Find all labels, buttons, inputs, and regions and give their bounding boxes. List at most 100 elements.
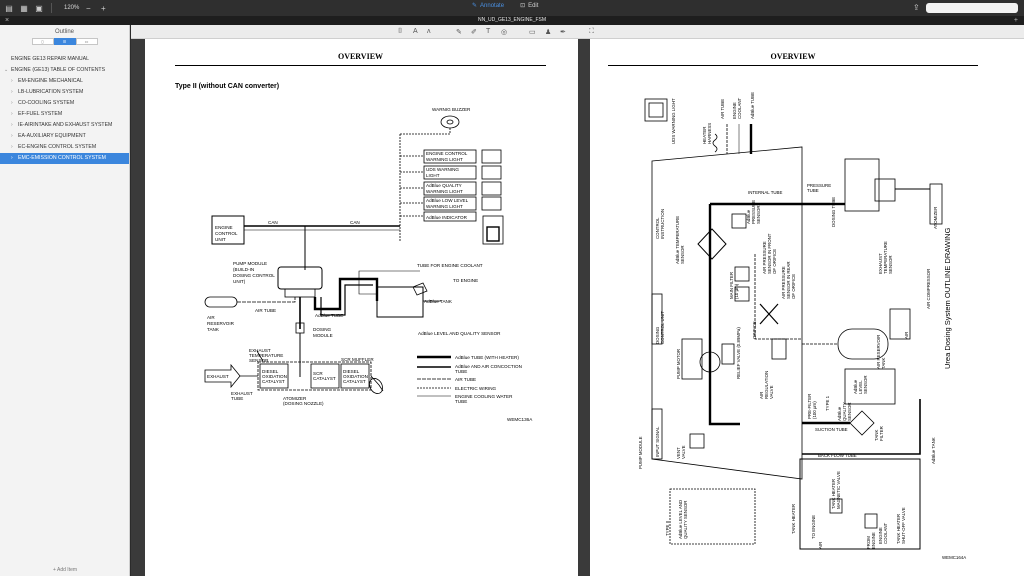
chevron-right-icon[interactable]: › <box>11 100 13 106</box>
page-header-right: OVERVIEW <box>770 52 816 61</box>
add-tab-icon[interactable]: + <box>1013 17 1018 24</box>
diagram-label: TANK HEATER <box>831 479 836 509</box>
outline-item[interactable]: ›EMC-EMISSION CONTROL SYSTEM <box>0 153 129 164</box>
outline-item[interactable]: ›EF-FUEL SYSTEM <box>0 109 129 120</box>
diagram-label: INTERNAL TUBE <box>748 190 782 195</box>
diagram-label: AIR <box>818 542 823 549</box>
diagram-label: LEVEL <box>858 380 863 394</box>
zoom-out-icon[interactable]: − <box>86 3 91 13</box>
diagram-label: PRESSURE <box>751 200 756 224</box>
contact-sheet-icon[interactable]: ▣ <box>35 3 43 13</box>
diagram-label: AdBlue LEVEL AND <box>678 500 683 539</box>
grid-view-icon[interactable]: ▦ <box>20 3 28 13</box>
outline-item[interactable]: ›EA-AUXILIARY EQUIPMENT <box>0 131 129 142</box>
bookmarks-tab[interactable]: ▯ <box>31 38 54 45</box>
chevron-right-icon[interactable]: › <box>11 133 13 139</box>
diagram-label: (10 μm) <box>734 283 739 299</box>
chevron-right-icon[interactable]: › <box>11 89 13 95</box>
tank-filter <box>849 410 875 436</box>
diagram-label: AIR PRESSURE <box>781 266 786 299</box>
outlet-pipe <box>370 375 384 392</box>
diagram-label: ELECTRIC WIRING <box>455 386 497 391</box>
outline-item-label: CO-COOLING SYSTEM <box>18 100 75 106</box>
note-icon[interactable]: ▭ <box>529 29 536 36</box>
adblue-tank-shape <box>376 286 424 318</box>
chevron-right-icon[interactable]: › <box>11 144 13 150</box>
chevron-right-icon[interactable]: › <box>11 78 13 84</box>
diagram-label: EXHAUST <box>231 391 253 396</box>
adblue-tube-line <box>313 277 379 311</box>
share-icon[interactable]: ⇪ <box>913 3 920 12</box>
crop-icon[interactable]: ⛶ <box>589 28 594 35</box>
outline-item[interactable]: › CO-COOLING SYSTEM <box>0 98 129 109</box>
outline-item[interactable]: ›LB-LUBRICATION SYSTEM <box>0 87 129 98</box>
page-header: OVERVIEW <box>337 52 384 61</box>
edit-button[interactable]: ⊡Edit <box>520 2 538 10</box>
outline-item[interactable]: ENGINE GE13 REPAIR MANUAL <box>0 54 129 65</box>
zoom-level[interactable]: 120% <box>64 5 80 11</box>
add-item-button[interactable]: + Add Item <box>52 567 78 573</box>
air-regulation-valve <box>771 338 787 360</box>
level-sensor-box <box>844 368 896 405</box>
draw-icon[interactable]: ✐ <box>471 29 477 36</box>
diagram-label: TYPE 1 <box>825 395 830 411</box>
dosing-module-right <box>844 158 880 212</box>
pump-motor-symbol <box>699 351 721 373</box>
quality-warning-icon <box>481 181 502 196</box>
outline-item[interactable]: ›EC-ENGINE CONTROL SYSTEM <box>0 142 129 153</box>
main-toolbar: ▤ ▦ ▣ 120% − + ✎Annotate ⊡Edit ⇪ <box>0 0 1024 16</box>
highlight-icon[interactable]: ʌ <box>427 28 431 35</box>
diagram-label: (BUILD-IN <box>233 267 254 272</box>
diagram-label: RELIEF VALVE (0.89MPa) <box>736 327 741 379</box>
search-input[interactable] <box>926 3 1018 13</box>
diagram-label: ENGINE <box>215 225 233 230</box>
adblue-return-line <box>320 284 373 316</box>
zoom-in-icon[interactable]: + <box>101 3 106 13</box>
diagram-label: OF ORIFICE <box>772 249 777 274</box>
chevron-right-icon[interactable]: › <box>11 111 13 117</box>
diagram-label: BACK FLOW TUBE <box>818 453 857 458</box>
sketch-icon[interactable]: ✎ <box>456 29 462 36</box>
close-icon[interactable]: × <box>5 17 10 24</box>
outline-tab[interactable]: ☰ <box>53 38 76 45</box>
buzzer-center <box>446 119 454 125</box>
annotate-button[interactable]: ✎Annotate <box>472 2 504 10</box>
diagram-label: VALVE <box>769 385 774 399</box>
diagram-label: DIESEL <box>262 369 279 374</box>
text-tool-icon[interactable]: T <box>486 28 491 35</box>
header-rule-right <box>608 65 978 66</box>
diagram-label: AdBlue LEVEL AND QUALITY SENSOR <box>418 331 501 336</box>
text-style-icon[interactable]: A <box>413 28 418 35</box>
shapes-icon[interactable]: ◎ <box>501 29 508 36</box>
thumbnails-tab[interactable]: ▭ <box>75 38 98 45</box>
sign-icon[interactable]: ♟ <box>545 29 552 36</box>
outline-item[interactable]: ⌄ENGINE (GE13) TABLE OF CONTENTS <box>0 65 129 76</box>
pressure-sensor-2 <box>734 286 750 302</box>
diagram-label: ORIFICE <box>752 321 757 339</box>
outline-item-label: EM-ENGINE MECHANICAL <box>18 78 83 84</box>
diagram-label: UDS WARNING LIGHT <box>671 98 676 144</box>
diagram-label: UNIT) <box>233 279 246 284</box>
diagram-label: AIR PRESSURE <box>762 241 767 274</box>
text-select-icon[interactable]: ⌷ <box>398 28 403 35</box>
diagram-label: PRESSURE <box>807 183 831 188</box>
shutoff-valve <box>864 513 878 529</box>
diagram-label: LIGHT <box>426 173 440 178</box>
diagram-label: TO ENGINE <box>811 515 816 539</box>
diagram-label: QUALITY SENSOR <box>683 501 688 539</box>
outline-tree: ENGINE GE13 REPAIR MANUAL⌄ENGINE (GE13) … <box>0 54 129 164</box>
outline-item[interactable]: › EM-ENGINE MECHANICAL <box>0 76 129 87</box>
pen-color-icon[interactable]: ✒ <box>560 29 566 36</box>
add-item-label: Add Item <box>57 567 78 573</box>
chevron-right-icon[interactable]: › <box>11 155 13 161</box>
outline-item[interactable]: ›IE-AIRINTAKE AND EXHAUST SYSTEM <box>0 120 129 131</box>
vent-valve <box>689 433 705 449</box>
diesel-cat-1 <box>259 363 289 389</box>
outline-item-label: ENGINE (GE13) TABLE OF CONTENTS <box>11 67 106 73</box>
sidebar-toggle-icon[interactable]: ▤ <box>5 3 13 13</box>
chevron-down-icon[interactable]: ⌄ <box>4 67 9 73</box>
diagram-label: AIR TUBE <box>720 99 725 119</box>
diagram-subtitle: Type II (without CAN converter) <box>175 83 280 90</box>
chevron-right-icon[interactable]: › <box>11 122 13 128</box>
